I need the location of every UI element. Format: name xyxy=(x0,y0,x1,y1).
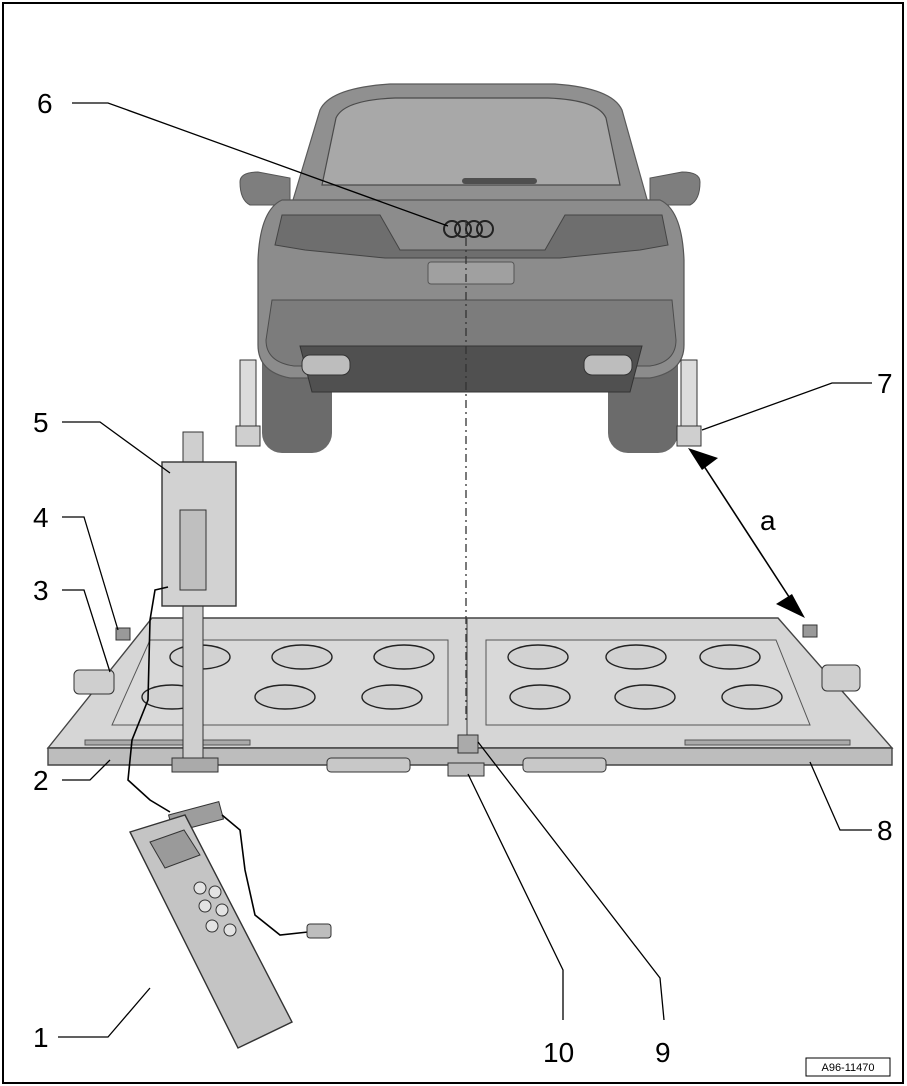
power-plug xyxy=(306,923,332,939)
distance-arrow-a xyxy=(688,448,805,618)
figure-code: A96-11470 xyxy=(821,1062,874,1074)
center-foot xyxy=(447,762,485,777)
right-mirror xyxy=(649,171,701,206)
vehicle-rear-view xyxy=(239,83,701,453)
side-handle-left xyxy=(73,669,115,695)
mat-slot-right xyxy=(684,739,851,746)
left-mirror xyxy=(239,171,291,206)
right-exhaust xyxy=(583,354,633,376)
figure-code-box xyxy=(805,1057,891,1077)
front-handle-right xyxy=(522,757,607,773)
callout-4: 4 xyxy=(33,502,49,533)
hand-held-tester xyxy=(129,814,293,1049)
audi-logo xyxy=(443,220,494,238)
mat-slot-left xyxy=(84,739,251,746)
callout-7: 7 xyxy=(877,368,893,399)
rear-diffuser xyxy=(299,345,643,393)
callout-1: 1 xyxy=(33,1022,49,1053)
corner-pin-left xyxy=(115,627,131,641)
callout-2: 2 xyxy=(33,765,49,796)
leader-lines xyxy=(58,102,872,1038)
mat-target-ellipses xyxy=(141,644,783,710)
wheel-stop-right xyxy=(676,359,702,447)
callout-10: 10 xyxy=(543,1037,574,1068)
corner-pin-right xyxy=(802,624,818,638)
unit-handle xyxy=(179,509,207,591)
front-handle-left xyxy=(326,757,411,773)
center-mount xyxy=(457,734,479,754)
callout-a: a xyxy=(760,505,776,536)
callout-9: 9 xyxy=(655,1037,671,1068)
calibration-mat xyxy=(46,617,894,777)
callout-5: 5 xyxy=(33,407,49,438)
callout-8: 8 xyxy=(877,815,893,846)
mat-front-edge xyxy=(47,747,893,766)
callout-3: 3 xyxy=(33,575,49,606)
rear-wiper xyxy=(462,178,537,184)
wheel-stop-left xyxy=(235,359,261,447)
left-exhaust xyxy=(301,354,351,376)
rear-window xyxy=(321,97,621,186)
stand-base xyxy=(171,757,219,773)
license-plate-area xyxy=(427,261,515,285)
taillight-band xyxy=(274,214,669,259)
side-handle-right xyxy=(821,664,861,692)
column-stand xyxy=(161,431,237,773)
callout-6: 6 xyxy=(37,88,53,119)
